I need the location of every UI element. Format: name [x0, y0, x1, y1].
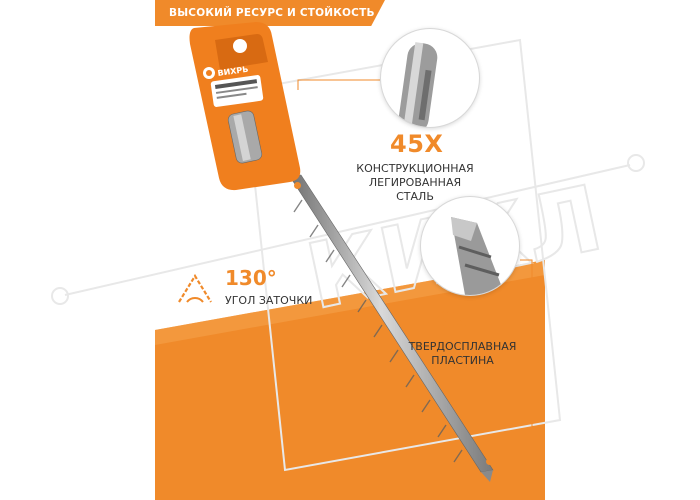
carbide-grade: ВК8 — [412, 306, 469, 334]
steel-shank-closeup — [380, 28, 480, 128]
top-banner: ВЫСОКИЙ РЕСУРС И СТОЙКОСТЬ — [155, 0, 385, 26]
carbide-description: ТВЕРДОСПЛАВНАЯ ПЛАСТИНА — [390, 340, 535, 368]
steel-description-line2: ЛЕГИРОВАННАЯ — [368, 176, 462, 189]
drill-packaging: ВИХРЬ — [189, 22, 301, 191]
marker-dot-carbide — [486, 458, 493, 465]
marker-dot-steel — [294, 182, 301, 189]
carbide-description-line1: ТВЕРДОСПЛАВНАЯ — [408, 340, 517, 353]
steel-grade: 45X — [390, 130, 444, 158]
carbide-tip-closeup — [420, 196, 520, 296]
brand-logo: ВИХРЬ — [217, 65, 249, 78]
sharpening-angle-label: УГОЛ ЗАТОЧКИ — [225, 294, 313, 307]
carbide-description-line2: ПЛАСТИНА — [431, 354, 494, 367]
connector-steel — [297, 79, 380, 90]
angle-icon — [178, 273, 212, 303]
connector-carbide — [490, 259, 533, 463]
sharpening-angle-value: 130° — [225, 266, 277, 290]
steel-description: КОНСТРУКЦИОННАЯ ЛЕГИРОВАННАЯ СТАЛЬ — [335, 162, 495, 204]
steel-description-line3: СТАЛЬ — [396, 190, 434, 203]
steel-description-line1: КОНСТРУКЦИОННАЯ — [356, 162, 474, 175]
